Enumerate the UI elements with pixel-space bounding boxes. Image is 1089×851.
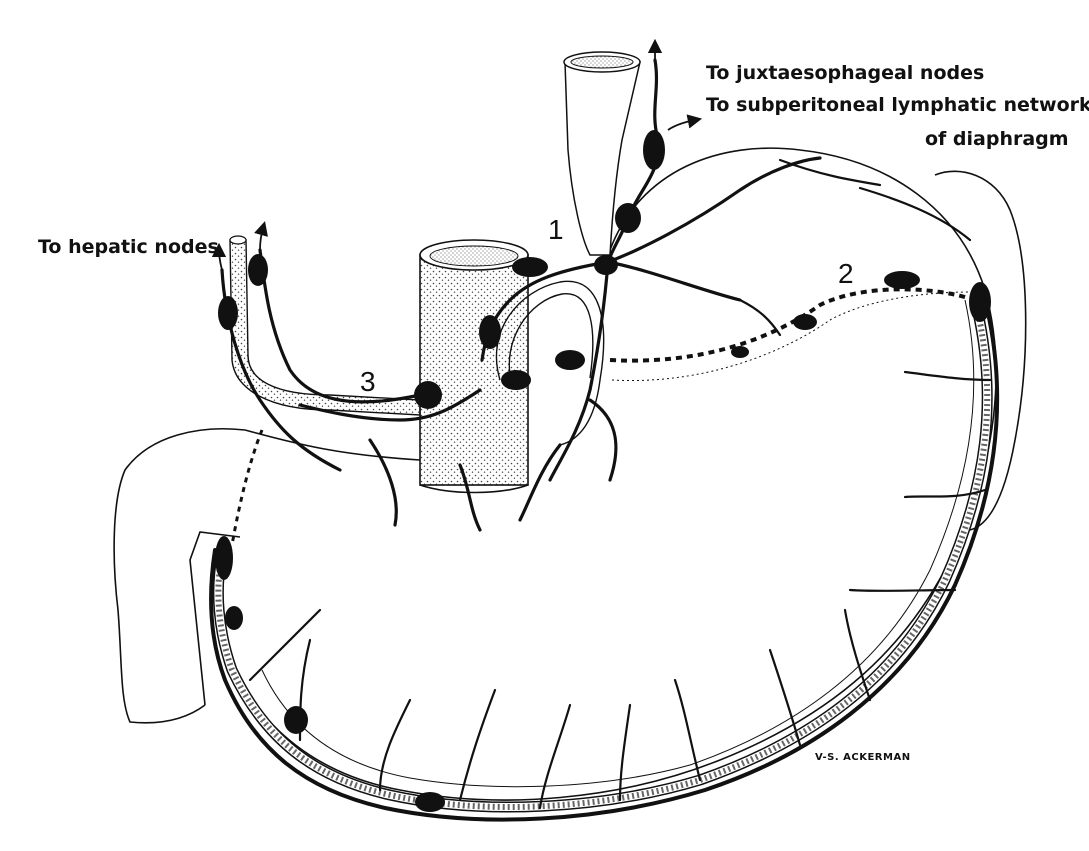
lymph-node <box>248 254 268 286</box>
lymph-node <box>284 706 308 734</box>
region-number-1: 1 <box>548 214 564 245</box>
region-number-3: 3 <box>360 366 376 397</box>
region-number-2: 2 <box>838 258 854 289</box>
label-juxtaesophageal-nodes: To juxtaesophageal nodes <box>706 62 985 84</box>
wall-branches <box>248 158 992 810</box>
left-gastric-vessel-loop <box>495 280 605 446</box>
lymph-node <box>479 315 501 349</box>
label-hepatic-nodes: To hepatic nodes <box>38 236 219 258</box>
lymph-node <box>969 282 991 322</box>
lymph-node <box>512 257 548 277</box>
direction-arrows <box>211 38 703 271</box>
label-diaphragm: of diaphragm <box>925 128 1069 150</box>
pyloric-dotted-path <box>230 429 264 546</box>
label-subperitoneal-network: To subperitoneal lymphatic network <box>706 94 1089 116</box>
aorta <box>419 239 529 494</box>
stomach-outline <box>113 147 1027 801</box>
lymph-node <box>215 536 233 580</box>
lymph-node <box>555 350 585 370</box>
lymph-node <box>501 370 531 390</box>
lymph-node <box>218 296 238 330</box>
lymph-nodes <box>215 130 991 812</box>
lymph-node <box>594 255 618 275</box>
lymph-node <box>615 203 641 233</box>
esophagus <box>563 51 641 256</box>
hepatic-vessel <box>229 235 421 416</box>
lymph-node <box>414 381 442 409</box>
lymph-node <box>643 130 665 170</box>
artist-signature: V-S. ACKERMAN <box>815 752 911 763</box>
lymph-node <box>415 792 445 812</box>
gastroepiploic-vessel <box>212 298 993 813</box>
lymph-node <box>225 606 243 630</box>
route-2-lymph-path <box>609 271 976 382</box>
